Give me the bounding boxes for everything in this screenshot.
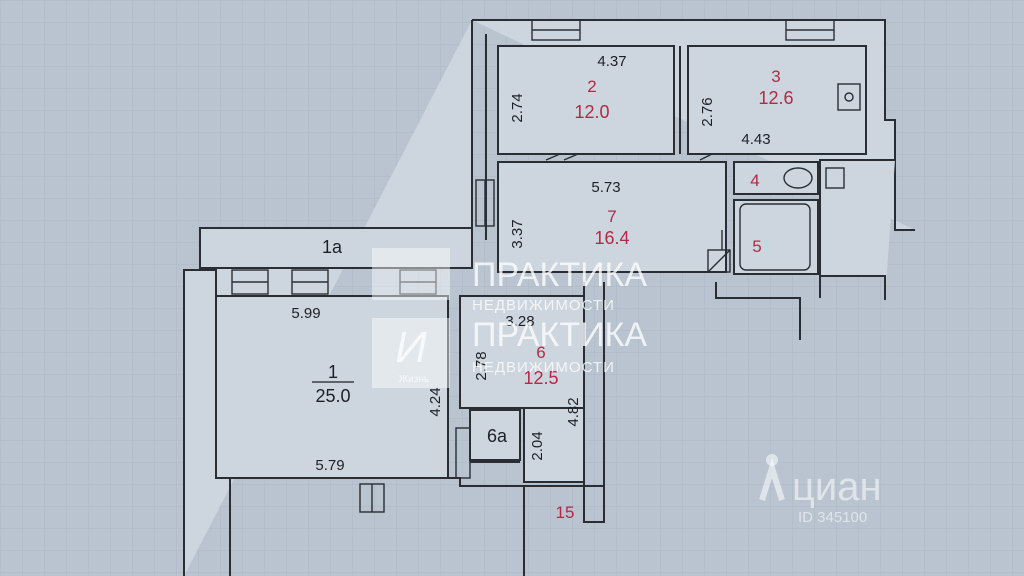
room-6-lower	[523, 407, 585, 483]
room-1-number: 1	[328, 362, 338, 382]
room-7-width: 5.73	[591, 179, 620, 196]
brand-sub-1: НЕДВИЖИМОСТИ	[472, 297, 615, 314]
cian-id: ID 345100	[798, 509, 867, 526]
room-6	[459, 295, 585, 409]
room-1a	[199, 227, 473, 269]
room-1	[215, 295, 449, 479]
bathtub-icon	[739, 203, 811, 271]
room-2-height: 2.74	[509, 93, 526, 122]
room-5	[733, 199, 819, 275]
praktika-logo-box-2	[372, 318, 450, 388]
room-2-width: 4.37	[597, 53, 626, 70]
room-6-length: 4.82	[565, 397, 582, 426]
room-1-area: 25.0	[315, 386, 350, 406]
sink-icon	[825, 167, 845, 189]
toilet-icon	[783, 167, 813, 189]
room-7-area: 16.4	[594, 228, 629, 248]
inner-walls	[200, 34, 821, 576]
room-1a-label: 1а	[322, 237, 343, 257]
room-6-area: 12.5	[523, 368, 558, 388]
room-2	[497, 45, 675, 155]
room-2-area: 12.0	[574, 102, 609, 122]
shaft-icon	[707, 249, 731, 273]
room-3	[687, 45, 867, 155]
cian-watermark: циан ID 345100	[759, 454, 882, 526]
room-1-height: 4.24	[427, 387, 444, 416]
door-marks	[545, 153, 723, 250]
room-7-height: 3.37	[509, 219, 526, 248]
room-7	[497, 161, 727, 273]
label-15: 15	[556, 503, 575, 522]
room-3-height: 2.76	[699, 97, 716, 126]
room-1-width: 5.99	[291, 305, 320, 322]
room-6a	[469, 409, 521, 461]
room-3-area: 12.6	[758, 88, 793, 108]
stove-icon	[837, 83, 861, 111]
windows	[231, 19, 835, 513]
room-4	[733, 161, 819, 195]
room-2-number: 2	[587, 77, 596, 96]
room-1-width-bottom: 5.79	[315, 457, 344, 474]
room-6a-height: 2.04	[529, 431, 546, 460]
praktika-logo-icon: И	[395, 323, 427, 372]
closet-shelf-icon	[455, 427, 471, 479]
room-5-number: 5	[752, 237, 761, 256]
praktika-logo-box-1	[372, 248, 450, 300]
room-3-width: 4.43	[741, 131, 770, 148]
room-6-height: 2.78	[473, 351, 490, 380]
fixtures	[455, 83, 861, 479]
room-6-number: 6	[536, 343, 545, 362]
room-3-number: 3	[771, 67, 780, 86]
room-4-number: 4	[750, 171, 759, 190]
logo-caption: Жизнь	[399, 374, 429, 385]
brand-text-1: ПРАКТИКА	[472, 256, 647, 294]
room-6-width: 3.28	[505, 313, 534, 330]
brand-sub-2: НЕДВИЖИМОСТИ	[472, 359, 615, 376]
room-6a-label: 6а	[487, 426, 508, 446]
cian-text: циан	[792, 465, 882, 509]
brand-text-2: ПРАКТИКА	[472, 316, 647, 354]
praktika-watermark: И Жизнь ПРАКТИКА НЕДВИЖИМОСТИ ПРАКТИКА Н…	[372, 248, 647, 388]
room-7-number: 7	[607, 207, 616, 226]
